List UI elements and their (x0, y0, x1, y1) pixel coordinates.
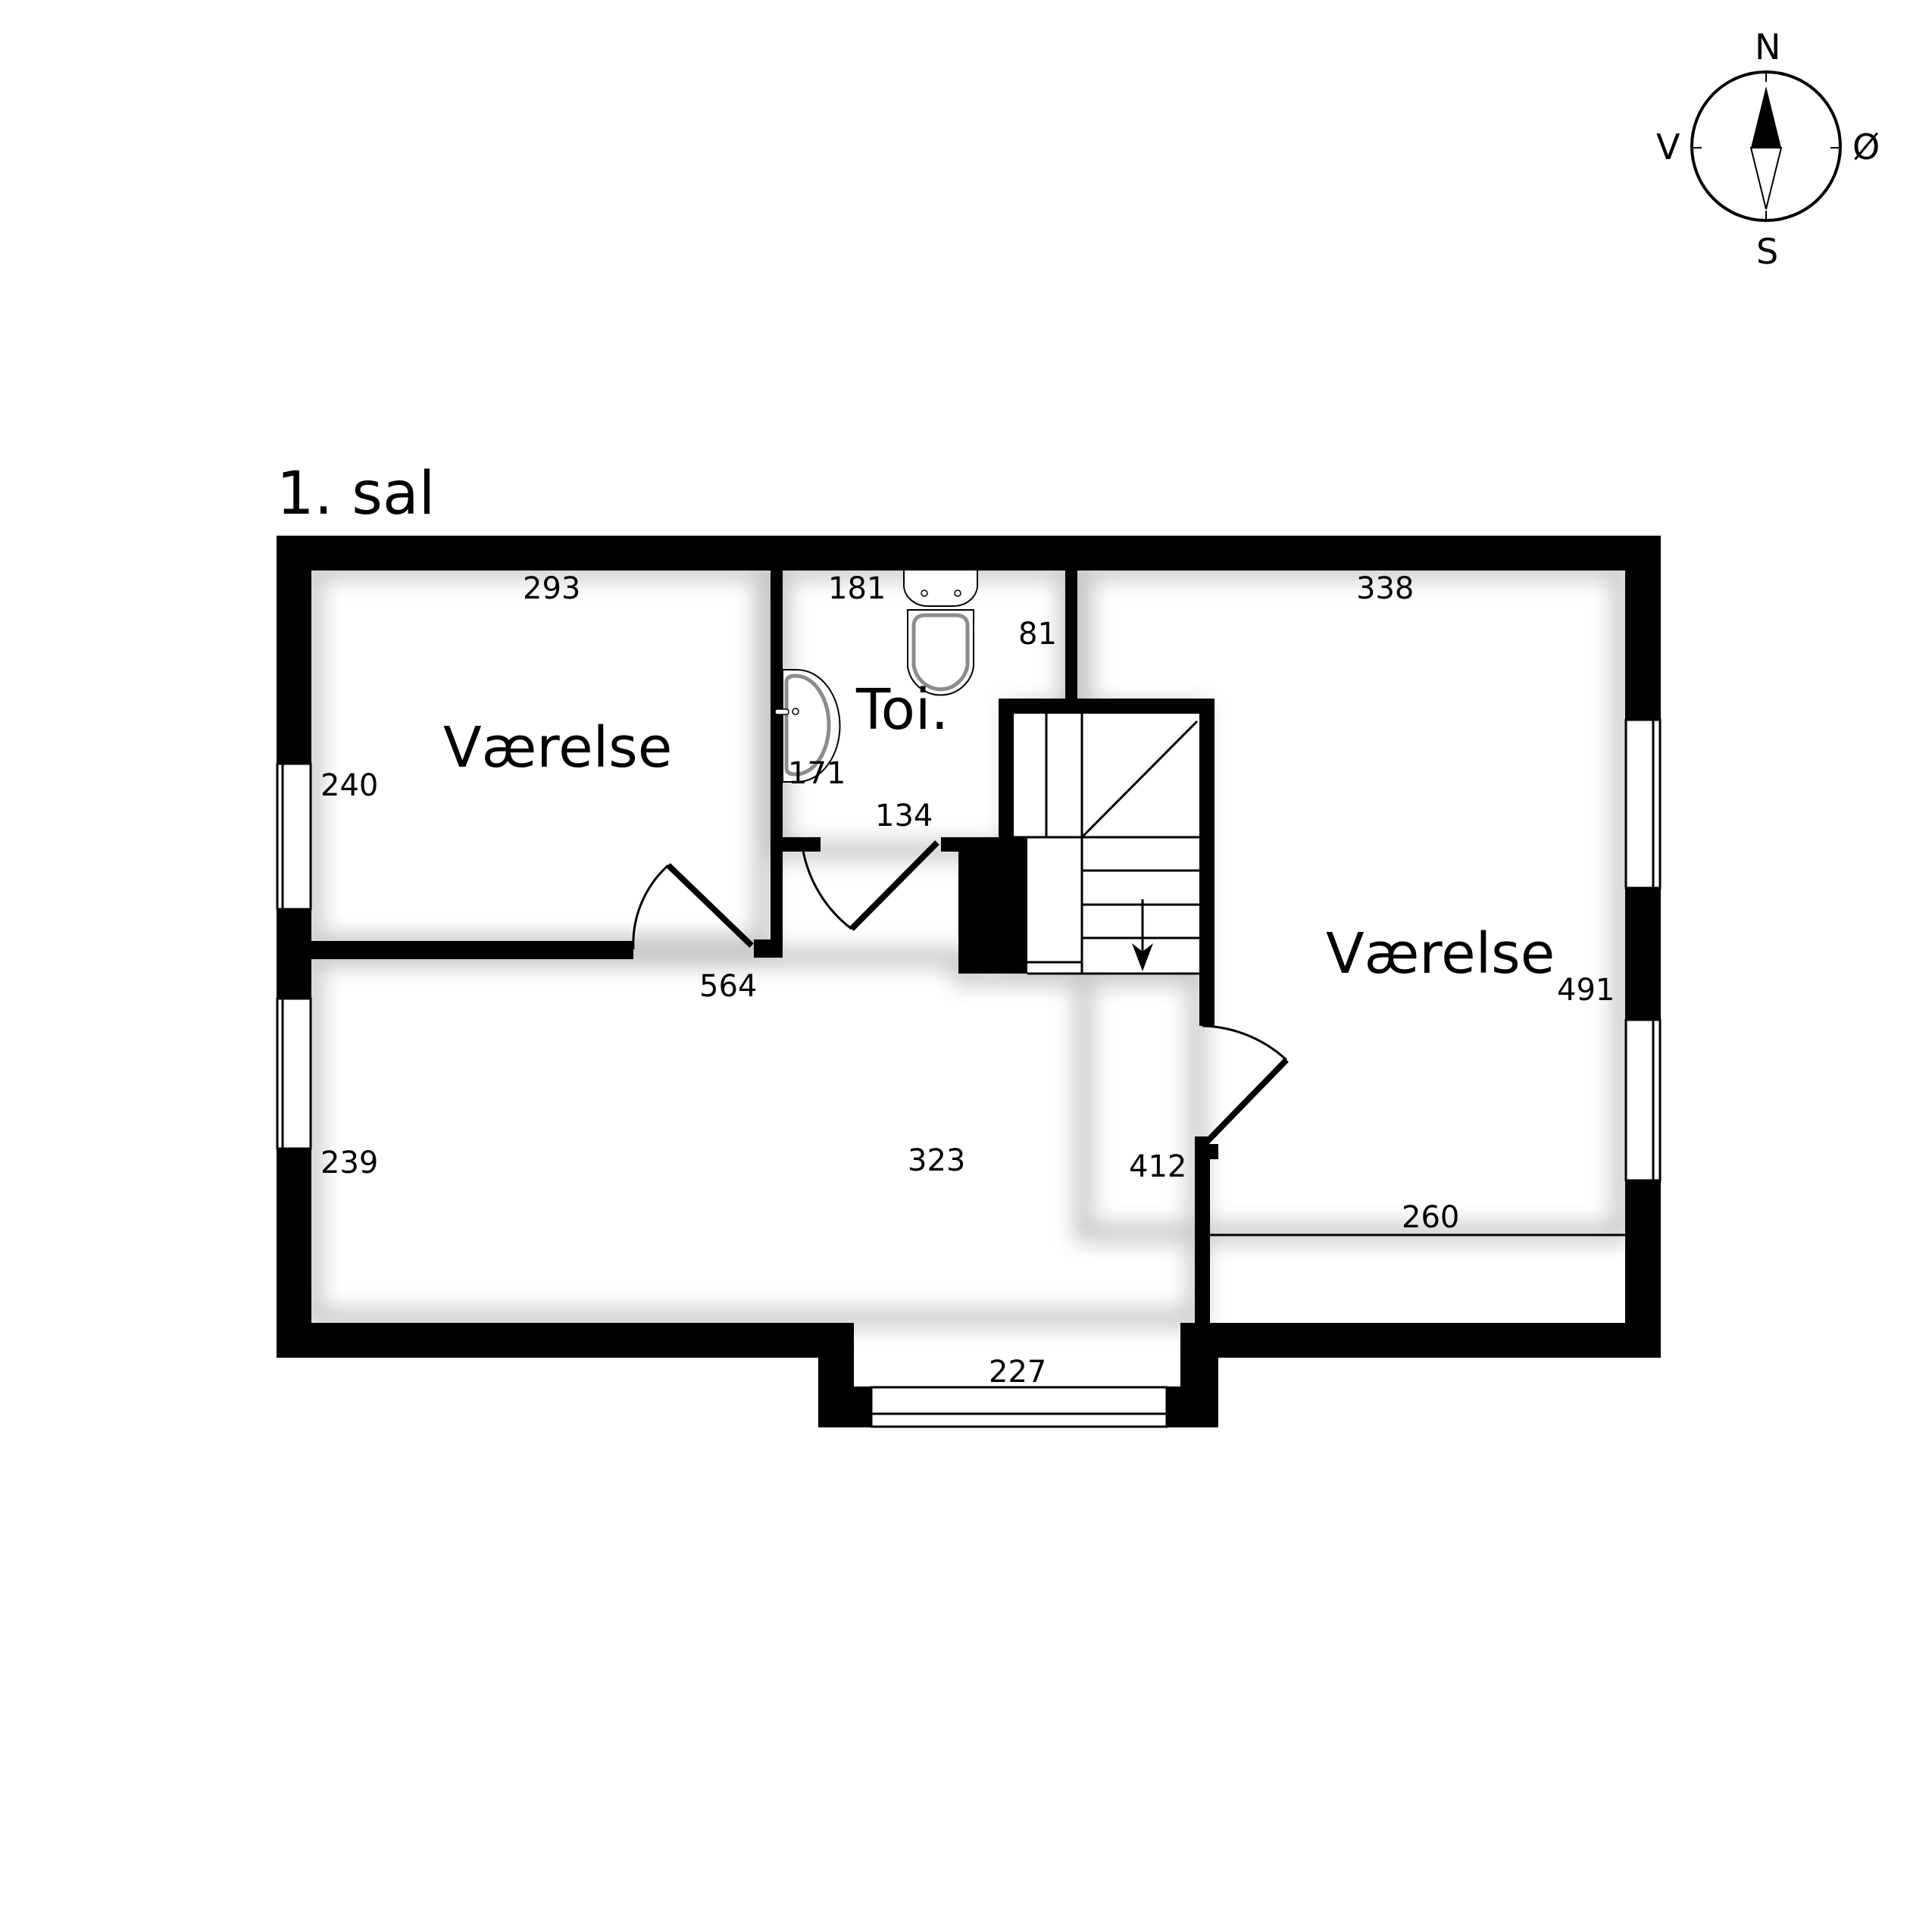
dim-bedroom-west-height: 240 (320, 768, 378, 803)
dim-hall-left: 239 (320, 1146, 378, 1180)
room-label-toilet: Toi. (855, 677, 949, 742)
compass-north: N (1755, 27, 1780, 67)
window-icon (276, 718, 1662, 1428)
toilet-icon (902, 571, 979, 696)
dim-hall-bay: 227 (989, 1355, 1046, 1390)
walls (277, 536, 1661, 1427)
dim-toilet-top: 181 (828, 571, 886, 606)
dim-bedroom-east-width: 338 (1356, 571, 1414, 606)
dim-hall-top: 564 (699, 969, 757, 1004)
floor-title: 1. sal (277, 460, 435, 528)
dim-hall-center: 323 (908, 1143, 965, 1178)
dim-toilet-right: 81 (1018, 617, 1057, 652)
stair-arrow-down-icon (1132, 899, 1153, 971)
staircase-icon (1014, 714, 1199, 975)
room-label-bedroom-west: Værelse (443, 715, 672, 780)
sink-icon (774, 669, 841, 783)
room-label-bedroom-east: Værelse (1326, 921, 1555, 986)
dim-hall-right: 412 (1129, 1149, 1186, 1184)
dim-toilet-bottom: 134 (875, 799, 933, 833)
compass-east: Ø (1852, 127, 1880, 167)
door-swing-icon (632, 840, 1289, 1146)
compass-icon: N S V Ø (1656, 27, 1880, 272)
dim-bedroom-east-height: 491 (1557, 973, 1615, 1008)
compass-south: S (1756, 231, 1778, 272)
compass-west: V (1656, 127, 1680, 167)
dim-bedroom-east-bottom: 260 (1402, 1200, 1459, 1235)
dim-bedroom-west-width: 293 (523, 571, 580, 606)
dim-toilet-left: 171 (788, 756, 846, 791)
